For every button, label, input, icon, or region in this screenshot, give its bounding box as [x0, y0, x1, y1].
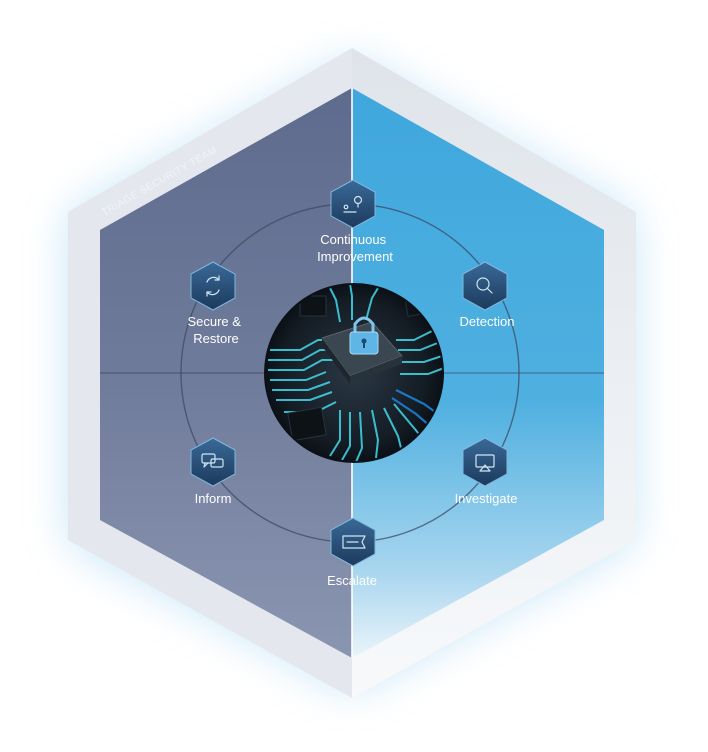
- node-inform[interactable]: Inform: [190, 437, 236, 506]
- center-circuit-image: [264, 283, 444, 463]
- node-detection[interactable]: Detection: [460, 261, 515, 329]
- padlock-icon: [349, 316, 379, 355]
- ticket-icon: [342, 535, 366, 549]
- node-label: Escalate: [327, 573, 377, 588]
- node-escalate[interactable]: Escalate: [327, 517, 377, 588]
- refresh-icon: [206, 275, 220, 297]
- node-label: Inform: [195, 491, 232, 506]
- node-continuous-improvement[interactable]: Continuous Improvement: [317, 179, 393, 264]
- node-label: Detection: [460, 314, 515, 329]
- chat-bubbles-icon: [201, 453, 224, 468]
- screen-cast-icon: [475, 454, 495, 472]
- node-secure-restore[interactable]: Secure & Restore: [187, 261, 244, 346]
- node-label: Continuous Improvement: [317, 232, 393, 264]
- search-icon: [476, 277, 493, 294]
- node-label: Secure & Restore: [187, 314, 244, 346]
- node-investigate[interactable]: Investigate: [455, 437, 518, 506]
- node-label: Investigate: [455, 491, 518, 506]
- route-pin-icon: [343, 195, 363, 213]
